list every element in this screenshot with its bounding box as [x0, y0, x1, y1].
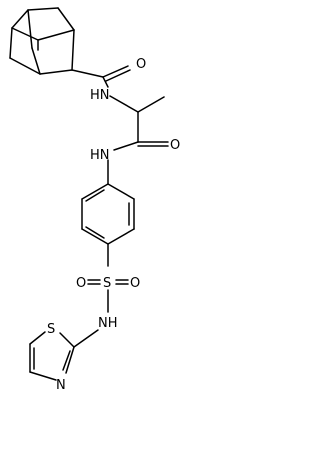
amide-nh-2: HN [90, 148, 110, 163]
amide-oxygen-2: O [170, 138, 180, 153]
bond [31, 47, 41, 75]
bond [11, 27, 39, 41]
amide-1-bonds [71, 65, 131, 88]
sulfonyl-oxygen-left: O [76, 276, 86, 291]
thiazole-link [73, 329, 99, 348]
sulfonyl-bonds [87, 243, 129, 313]
amide-oxygen-1: O [136, 57, 146, 72]
bond [109, 95, 139, 113]
bond [71, 29, 75, 71]
bond [57, 7, 75, 31]
atom-labels: O HN O HN O S O NH S N [47, 57, 180, 393]
bond [9, 27, 13, 59]
bond [113, 141, 139, 151]
bond [102, 76, 109, 88]
thiazole-ring [29, 331, 75, 381]
bond [71, 69, 104, 78]
bond [62, 350, 71, 371]
benzene-ring [81, 183, 135, 245]
molecule-structure: O HN O HN O S O NH S N [9, 7, 180, 393]
bond [29, 371, 57, 381]
thiazole-nitrogen: N [56, 378, 66, 393]
bond [11, 9, 29, 29]
bond [81, 183, 109, 200]
bond [27, 7, 59, 11]
sulfonyl-oxygen-right: O [130, 276, 140, 291]
bond [85, 189, 105, 202]
bond [9, 57, 41, 75]
sulfonamide-nh: NH [98, 316, 118, 331]
bond [73, 329, 99, 348]
sulfur-atom: S [103, 276, 111, 291]
bond [59, 332, 75, 348]
bond [107, 183, 135, 200]
alanine-backbone-bonds [109, 95, 169, 151]
thiazole-sulfur: S [47, 322, 55, 337]
bond [81, 228, 109, 245]
bond [105, 69, 131, 82]
bond [85, 226, 105, 239]
amide-nh-1: HN [90, 88, 110, 103]
bond [27, 9, 33, 49]
bond [107, 228, 135, 245]
bond [37, 29, 75, 41]
bond [39, 69, 73, 75]
bond [65, 346, 75, 374]
bond [137, 96, 165, 113]
adamantane-cage [9, 7, 75, 75]
bond [29, 331, 46, 345]
bond [102, 65, 129, 78]
